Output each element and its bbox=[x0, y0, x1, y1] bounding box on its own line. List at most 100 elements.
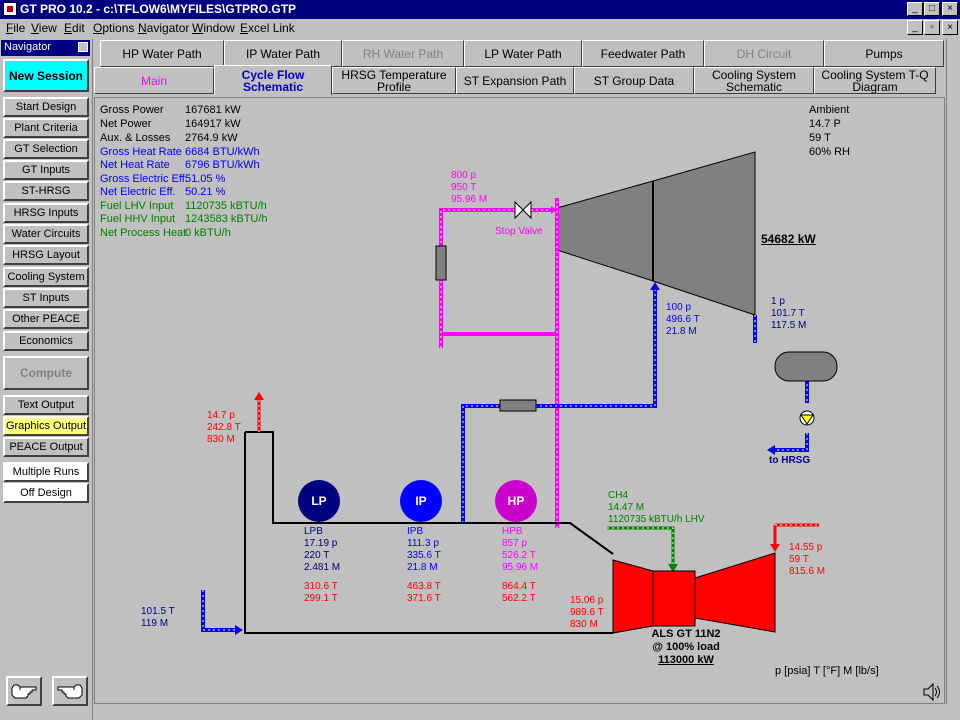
gas-turbine-label: ALS GT 11N2 @ 100% load 113000 kW bbox=[631, 628, 741, 667]
fuel-line bbox=[607, 526, 675, 565]
gross-elec-eff-value: 51.05 % bbox=[185, 173, 226, 185]
nav-water-circuits[interactable]: Water Circuits bbox=[3, 224, 89, 244]
back-button[interactable] bbox=[6, 676, 42, 706]
menu-file[interactable]: File bbox=[6, 21, 26, 35]
vertical-scrollbar[interactable] bbox=[946, 39, 960, 704]
forward-button[interactable] bbox=[52, 676, 88, 706]
nav-st-hrsg[interactable]: ST-HRSG bbox=[3, 181, 89, 201]
ip-drum-temperature: 335.6 T bbox=[407, 550, 441, 561]
net-heat-rate-value: 6796 BTU/kWh bbox=[185, 159, 260, 171]
stack-flow: 830 M bbox=[207, 434, 235, 445]
fuel-name: CH4 bbox=[608, 490, 629, 501]
hp-gas-temp-in: 864.4 T bbox=[502, 581, 536, 592]
nav-hrsg-layout[interactable]: HRSG Layout bbox=[3, 245, 89, 265]
gt-inlet-pressure: 14.55 p bbox=[789, 542, 823, 553]
tab-hp-water-path[interactable]: HP Water Path bbox=[100, 40, 224, 67]
compute-button[interactable]: Compute bbox=[3, 356, 89, 390]
mdi-minimize-button[interactable]: _ bbox=[907, 20, 923, 35]
ambient-pressure: 14.7 P bbox=[809, 118, 841, 130]
hp-drum-pressure: 857 p bbox=[502, 538, 528, 549]
tab-st-expansion-path[interactable]: ST Expansion Path bbox=[456, 67, 574, 94]
new-session-button[interactable]: New Session bbox=[3, 59, 89, 92]
tab-pumps[interactable]: Pumps bbox=[824, 40, 944, 67]
feedwater-temperature: 101.5 T bbox=[141, 606, 175, 617]
tab-cycle-flow-schematic[interactable]: Cycle Flow Schematic bbox=[214, 65, 332, 95]
st-power-output: 54682 kW bbox=[761, 232, 816, 246]
nav-economics[interactable]: Economics bbox=[3, 331, 89, 351]
gt-turbine-section bbox=[612, 559, 654, 634]
speaker-icon[interactable] bbox=[921, 681, 943, 703]
nav-graphics-output[interactable]: Graphics Output bbox=[3, 416, 89, 436]
hp-superheater-box bbox=[435, 245, 447, 281]
lp-drum-pressure: 17.19 p bbox=[304, 538, 338, 549]
tab-st-group-data[interactable]: ST Group Data bbox=[574, 67, 694, 94]
maximize-button[interactable]: □ bbox=[924, 2, 940, 16]
mdi-restore-button[interactable]: ▫ bbox=[924, 20, 940, 35]
aux-losses-value: 2764.9 kW bbox=[185, 132, 238, 144]
stack-arrowhead bbox=[254, 392, 264, 400]
nav-start-design[interactable]: Start Design bbox=[3, 97, 89, 117]
fuel-lhv: 1120735 kBTU/h LHV bbox=[608, 514, 705, 525]
nav-hrsg-inputs[interactable]: HRSG Inputs bbox=[3, 203, 89, 223]
lp-gas-temp-in: 310.6 T bbox=[304, 581, 338, 592]
nav-text-output[interactable]: Text Output bbox=[3, 395, 89, 415]
ambient-humidity: 60% RH bbox=[809, 146, 850, 158]
condenser bbox=[774, 351, 838, 382]
nav-multiple-runs[interactable]: Multiple Runs bbox=[3, 462, 89, 482]
lp-drum: LP bbox=[298, 480, 340, 522]
net-heat-rate-label: Net Heat Rate bbox=[100, 159, 170, 171]
nav-peace-output[interactable]: PEACE Output bbox=[3, 437, 89, 457]
lp-drum-data: LPB 17.19 p 220 T 2.481 M bbox=[304, 526, 340, 574]
tab-feedwater-path[interactable]: Feedwater Path bbox=[582, 40, 704, 67]
lp-gas-temp-out: 299.1 T bbox=[304, 593, 338, 604]
steam-turbine-lp-section bbox=[652, 151, 756, 316]
menu-view[interactable]: View bbox=[31, 21, 57, 35]
tab-cooling-system-schematic[interactable]: Cooling System Schematic bbox=[694, 67, 814, 94]
hand-left-icon bbox=[11, 684, 37, 699]
nav-off-design[interactable]: Off Design bbox=[3, 483, 89, 503]
menu-window[interactable]: Window bbox=[192, 21, 235, 35]
tab-lp-water-path[interactable]: LP Water Path bbox=[464, 40, 582, 67]
minimize-button[interactable]: _ bbox=[907, 2, 923, 16]
st-exhaust-flow: 117.5 M bbox=[771, 320, 807, 331]
cycle-flow-diagram bbox=[201, 151, 838, 635]
gt-compressor-section bbox=[694, 552, 776, 633]
ip-gas-temp-out: 371.6 T bbox=[407, 593, 441, 604]
menu-options[interactable]: Options bbox=[93, 21, 135, 35]
window-title: GT PRO 10.2 - c:\TFLOW6\MYFILES\GTPRO.GT… bbox=[20, 2, 297, 16]
stop-valve-icon bbox=[514, 200, 532, 220]
gt-exhaust-conditions: 15.06 p 989.6 T 830 M bbox=[570, 595, 604, 631]
close-button[interactable]: × bbox=[942, 2, 958, 16]
nav-st-inputs[interactable]: ST Inputs bbox=[3, 288, 89, 308]
ip-superheater-box bbox=[499, 399, 537, 412]
navigator-close-box[interactable] bbox=[78, 42, 88, 52]
nav-cooling-system[interactable]: Cooling System bbox=[3, 267, 89, 287]
hp-gas-temps: 864.4 T 562.2 T bbox=[502, 581, 536, 605]
tab-ip-water-path[interactable]: IP Water Path bbox=[224, 40, 342, 67]
lp-drum-temperature: 220 T bbox=[304, 550, 330, 561]
gross-heat-rate-value: 6684 BTU/kWh bbox=[185, 146, 260, 158]
nav-gt-inputs[interactable]: GT Inputs bbox=[3, 160, 89, 180]
tab-hrsg-temperature-profile[interactable]: HRSG Temperature Profile bbox=[332, 67, 456, 94]
st-inlet-conditions: 800 p 950 T 95.96 M bbox=[451, 170, 487, 206]
feedwater-inlet-line bbox=[201, 590, 235, 632]
menu-edit[interactable]: Edit bbox=[64, 21, 85, 35]
app-icon[interactable] bbox=[3, 2, 17, 16]
fuel-hhv-value: 1243583 kBTU/h bbox=[185, 213, 268, 225]
tab-rh-water-path[interactable]: RH Water Path bbox=[342, 40, 464, 67]
hrsg-duct bbox=[244, 431, 614, 634]
mdi-close-button[interactable]: × bbox=[942, 20, 958, 35]
gt-load: @ 100% load bbox=[652, 641, 720, 653]
to-hrsg-arrowhead bbox=[767, 445, 775, 455]
menu-navigator[interactable]: Navigator bbox=[138, 21, 190, 35]
nav-gt-selection[interactable]: GT Selection bbox=[3, 139, 89, 159]
menu-excel-link[interactable]: Excel Link bbox=[240, 21, 295, 35]
nav-other-peace[interactable]: Other PEACE bbox=[3, 309, 89, 329]
tab-dh-circuit[interactable]: DH Circuit bbox=[704, 40, 824, 67]
tab-cooling-system-tq-diagram[interactable]: Cooling System T-Q Diagram bbox=[814, 67, 936, 94]
pump-icon bbox=[799, 410, 815, 426]
title-bar: GT PRO 10.2 - c:\TFLOW6\MYFILES\GTPRO.GT… bbox=[0, 0, 960, 19]
tab-main[interactable]: Main bbox=[94, 67, 214, 94]
nav-plant-criteria[interactable]: Plant Criteria bbox=[3, 118, 89, 138]
gt-power: 113000 kW bbox=[658, 654, 714, 666]
